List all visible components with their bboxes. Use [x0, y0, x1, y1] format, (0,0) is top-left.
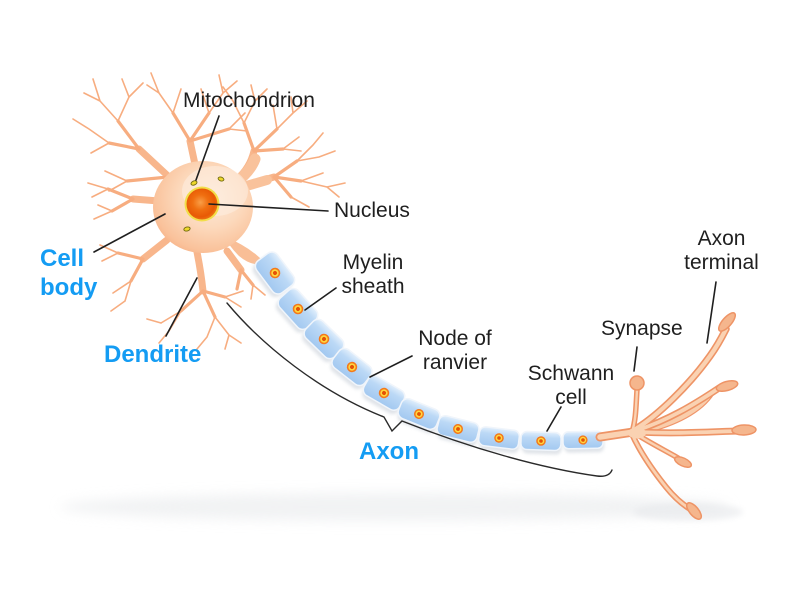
axon-myelin-chain: [252, 251, 605, 455]
leader-node-of-ranvier: [369, 355, 413, 378]
myelin-segment: [520, 430, 562, 455]
terminal-bouton: [685, 502, 703, 520]
label-synapse: Synapse: [601, 317, 683, 340]
label-myelin-sheath: Myelin sheath: [341, 251, 405, 298]
myelin-segment: [436, 414, 480, 447]
mitochondria-dots: [183, 176, 225, 232]
leader-nucleus: [208, 203, 329, 212]
terminal-bouton: [673, 455, 693, 469]
axon-terminal-branches: [595, 312, 757, 520]
leader-axon-terminal: [706, 281, 717, 344]
terminal-hub: [628, 427, 646, 439]
label-nucleus: Nucleus: [334, 199, 410, 222]
synapse-bouton: [629, 375, 645, 391]
myelin-segment: [252, 251, 296, 298]
label-node-of-ranvier: Node of ranvier: [418, 327, 492, 374]
terminal-bouton: [717, 312, 737, 332]
dendrite-branches: [106, 111, 303, 319]
label-cell-body: Cell body: [40, 245, 98, 301]
label-dendrite: Dendrite: [104, 341, 202, 368]
label-axon: Axon: [359, 438, 419, 465]
leader-schwann-cell: [546, 406, 562, 432]
leader-lines: [93, 115, 717, 432]
leader-synapse: [633, 346, 638, 372]
terminal-bouton: [731, 424, 757, 436]
drop-shadow: [60, 493, 743, 521]
myelin-segment: [397, 397, 441, 434]
leader-myelin-sheath: [304, 287, 337, 311]
leader-mitochondrion: [195, 115, 220, 181]
label-schwann-cell: Schwann cell: [527, 362, 615, 409]
myelin-segment: [275, 287, 319, 333]
myelin-segment: [477, 426, 521, 454]
myelin-segment: [302, 318, 345, 363]
cell-body-shape: [153, 153, 272, 265]
axon-brace: [226, 302, 613, 477]
leader-dendrite: [165, 277, 198, 337]
terminal-bouton: [715, 380, 739, 392]
leader-cell-body: [93, 213, 166, 253]
label-mitochondrion: Mitochondrion: [183, 89, 315, 112]
label-axon-terminal: Axon terminal: [684, 227, 759, 274]
nucleus-shape: [186, 188, 218, 220]
dendrite-twigs: [72, 72, 346, 350]
axon-hillock: [224, 236, 266, 265]
